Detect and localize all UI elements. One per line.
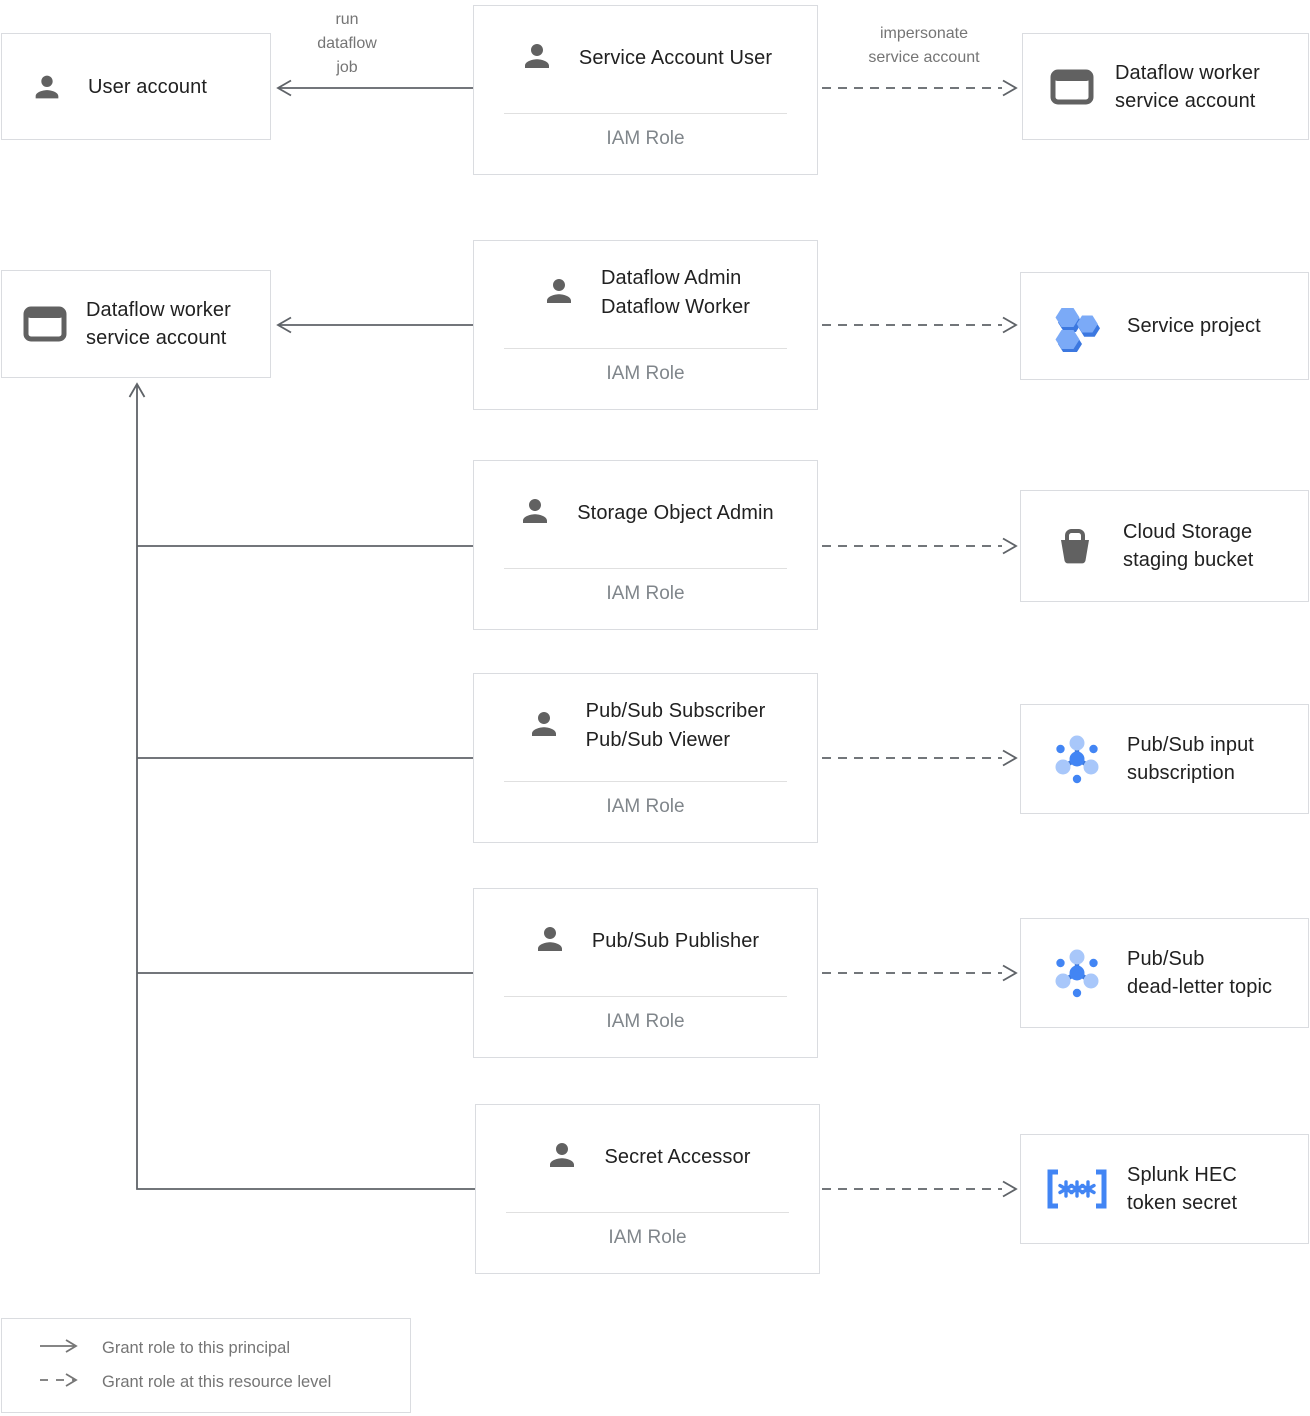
node-label: Service project	[1127, 315, 1261, 337]
iam-role-names: Secret Accessor	[604, 1145, 751, 1168]
arrowhead-right-row1	[1002, 79, 1018, 97]
edge-label-impersonate: impersonate service account	[868, 25, 980, 66]
iam-role-caption: IAM Role	[606, 1011, 685, 1032]
node-splunk-hec-token-secret: Splunk HEC token secret	[1020, 1134, 1309, 1244]
node-dataflow-worker-service-account-left: Dataflow worker service account	[1, 270, 271, 378]
divider	[506, 1212, 789, 1213]
node-label: Pub/Sub dead-letter topic	[1127, 948, 1273, 998]
service-account-icon	[22, 304, 68, 344]
project-icon	[1051, 300, 1103, 352]
person-icon	[526, 706, 562, 747]
arrowhead-trunk-top	[128, 382, 146, 398]
iam-box-dataflow-admin-worker: Dataflow Admin Dataflow Worker IAM Role	[473, 240, 818, 410]
node-pubsub-dead-letter-topic: Pub/Sub dead-letter topic	[1020, 918, 1309, 1028]
node-label: Pub/Sub input subscription	[1127, 734, 1254, 784]
iam-role-names: Dataflow Admin Dataflow Worker	[601, 267, 750, 318]
divider	[504, 781, 787, 782]
arrowhead-right-row4	[1002, 749, 1018, 767]
iam-role-names: Pub/Sub Publisher	[591, 929, 760, 952]
iam-role-names: Storage Object Admin	[577, 501, 774, 524]
node-label: Cloud Storage staging bucket	[1123, 521, 1254, 571]
iam-role-caption: IAM Role	[606, 363, 685, 384]
arrowhead-left-row2	[276, 316, 292, 334]
edge-trunk	[136, 384, 475, 1190]
legend: Grant role to this principal Grant role …	[1, 1318, 411, 1413]
arrowhead-right-row5	[1002, 964, 1018, 982]
node-label: Splunk HEC token secret	[1127, 1164, 1238, 1214]
legend-label: Grant role at this resource level	[102, 1373, 332, 1391]
node-pubsub-input-subscription: Pub/Sub input subscription	[1020, 704, 1309, 814]
iam-role-caption: IAM Role	[606, 128, 685, 149]
person-icon	[30, 70, 64, 104]
bucket-icon	[1053, 524, 1097, 568]
divider	[504, 113, 787, 114]
node-label: Dataflow worker service account	[86, 299, 231, 349]
arrowhead-left-row1	[276, 79, 292, 97]
iam-box-storage-object-admin: Storage Object Admin IAM Role	[473, 460, 818, 630]
divider	[504, 348, 787, 349]
dashed-arrow-icon	[38, 1372, 82, 1393]
legend-label: Grant role to this principal	[102, 1339, 291, 1357]
service-account-icon	[1049, 67, 1095, 107]
iam-role-names: Service Account User	[578, 46, 773, 69]
iam-box-service-account-user: Service Account User IAM Role	[473, 5, 818, 175]
node-cloud-storage-staging-bucket: Cloud Storage staging bucket	[1020, 490, 1309, 602]
pubsub-icon	[1051, 946, 1103, 1000]
node-service-project: Service project	[1020, 272, 1309, 380]
iam-box-pubsub-subscriber-viewer: Pub/Sub Subscriber Pub/Sub Viewer IAM Ro…	[473, 673, 818, 843]
edge-label-run-dataflow-job: run dataflow job	[317, 11, 377, 76]
solid-arrow-icon	[38, 1338, 82, 1359]
person-icon	[541, 273, 577, 314]
arrowhead-right-row2	[1002, 316, 1018, 334]
arrowhead-right-row6	[1002, 1180, 1018, 1198]
secret-icon	[1045, 1168, 1109, 1210]
iam-role-caption: IAM Role	[608, 1227, 687, 1248]
person-icon	[544, 1137, 580, 1178]
person-icon	[532, 921, 568, 962]
node-dataflow-worker-service-account-top: Dataflow worker service account	[1022, 33, 1309, 140]
iam-box-secret-accessor: Secret Accessor IAM Role	[475, 1104, 820, 1274]
person-icon	[519, 38, 555, 79]
node-label: Dataflow worker service account	[1115, 61, 1260, 112]
divider	[504, 568, 787, 569]
divider	[504, 996, 787, 997]
iam-role-caption: IAM Role	[606, 796, 685, 817]
person-icon	[517, 493, 553, 534]
iam-role-names: Pub/Sub Subscriber Pub/Sub Viewer	[585, 700, 766, 751]
iam-box-pubsub-publisher: Pub/Sub Publisher IAM Role	[473, 888, 818, 1058]
pubsub-icon	[1051, 732, 1103, 786]
legend-item-solid: Grant role to this principal	[2, 1338, 410, 1359]
node-label: User account	[88, 75, 208, 98]
node-user-account: User account	[1, 33, 271, 140]
legend-item-dashed: Grant role at this resource level	[2, 1372, 410, 1393]
arrowhead-right-row3	[1002, 537, 1018, 555]
iam-role-caption: IAM Role	[606, 583, 685, 604]
